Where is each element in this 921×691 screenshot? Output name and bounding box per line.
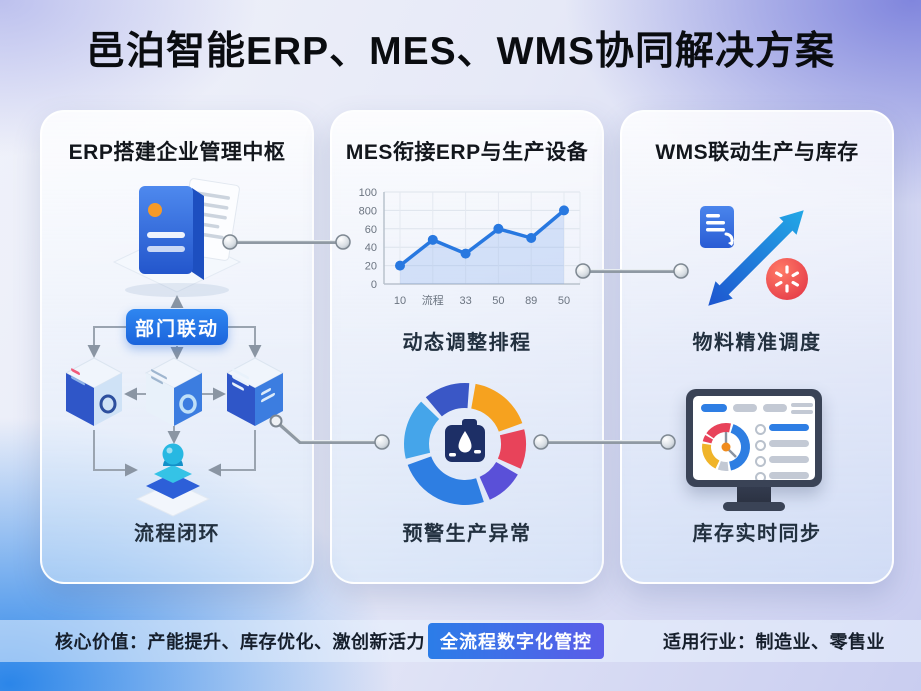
erp-caption: 流程闭环 <box>134 523 220 545</box>
mes-line-chart: 100 800 60 40 20 0 10 流程 33 50 89 50 <box>359 187 581 307</box>
erp-node-icon-mid <box>144 357 204 426</box>
screen-list-bullet <box>755 424 766 435</box>
mes-line-chart-plot: 100 800 60 40 20 0 10 流程 33 50 89 50 <box>359 187 581 307</box>
screen-list-bar-active <box>769 424 809 431</box>
screen-gauge <box>702 423 750 471</box>
svg-text:100: 100 <box>359 187 377 199</box>
svg-text:89: 89 <box>525 295 537 307</box>
wms-top-caption: 物料精准调度 <box>692 332 822 354</box>
svg-text:流程: 流程 <box>422 293 444 307</box>
footer-band: 核心价值： 产能提升、库存优化、激创新活力 全流程数字化管控 适用行业： 制造业… <box>0 620 921 662</box>
monitor-base <box>723 502 785 511</box>
mes-donut-caption: 预警生产异常 <box>402 523 532 545</box>
svg-text:50: 50 <box>558 295 570 307</box>
panel-mes-header: MES衔接ERP与生产设备 <box>345 141 589 164</box>
screen-list-bar <box>769 456 809 463</box>
screen-list-bar <box>769 440 809 447</box>
transfer-document-icon <box>700 206 734 248</box>
core-value-items: 产能提升、库存优化、激创新活力 <box>147 632 425 652</box>
screen-tab <box>763 404 787 412</box>
exchange-double-arrow-icon <box>708 210 804 306</box>
wms-bottom-caption: 库存实时同步 <box>692 523 822 545</box>
mes-alert-donut <box>404 383 526 505</box>
core-value-group: 核心价值： 产能提升、库存优化、激创新活力 全流程数字化管控 <box>55 623 604 659</box>
panel-erp-header: ERP搭建企业管理中枢 <box>68 141 286 164</box>
screen-list-bullet <box>755 440 766 451</box>
svg-text:50: 50 <box>492 295 504 307</box>
mes-chart-caption: 动态调整排程 <box>402 332 532 354</box>
svg-text:33: 33 <box>459 295 471 307</box>
svg-text:800: 800 <box>359 205 377 217</box>
container-droplet-icon <box>445 419 485 462</box>
svg-text:0: 0 <box>371 279 377 291</box>
screen-list-bullet <box>755 456 766 467</box>
monitor-screen <box>693 396 815 480</box>
screen-tab <box>733 404 757 412</box>
panel-wms: WMS联动生产与库存 <box>620 110 894 584</box>
svg-text:20: 20 <box>365 261 377 273</box>
panel-wms-header: WMS联动生产与库存 <box>655 141 859 164</box>
industry-label: 适用行业： <box>663 632 756 652</box>
screen-list-bullet <box>755 472 766 480</box>
erp-node-icon-right <box>225 357 285 426</box>
dashboard-monitor-icon <box>686 389 822 487</box>
monitor-stand <box>737 487 771 503</box>
industry-group: 适用行业： 制造业、零售业 <box>663 628 885 654</box>
svg-text:10: 10 <box>394 295 406 307</box>
erp-node-icon-left <box>64 357 124 426</box>
department-linkage-button[interactable]: 部门联动 <box>126 309 228 345</box>
erp-flow-art <box>64 178 285 517</box>
erp-operator-avatar-icon <box>135 443 211 517</box>
svg-text:40: 40 <box>365 242 377 254</box>
page-title: 邑泊智能ERP、MES、WMS协同解决方案 <box>85 30 835 73</box>
screen-list-bar <box>769 472 809 479</box>
alert-burst-icon <box>766 258 808 300</box>
core-value-label: 核心价值： <box>55 632 148 652</box>
erp-flow-lines <box>87 295 262 477</box>
core-value-chip: 全流程数字化管控 <box>428 623 604 659</box>
industry-items: 制造业、零售业 <box>755 632 885 652</box>
erp-ledger-documents-icon <box>112 178 242 297</box>
panel-erp: ERP搭建企业管理中枢 <box>40 110 314 584</box>
screen-menu-line <box>791 403 813 407</box>
screen-tab-active <box>701 404 727 412</box>
svg-text:60: 60 <box>365 224 377 236</box>
screen-menu-line <box>791 410 813 414</box>
